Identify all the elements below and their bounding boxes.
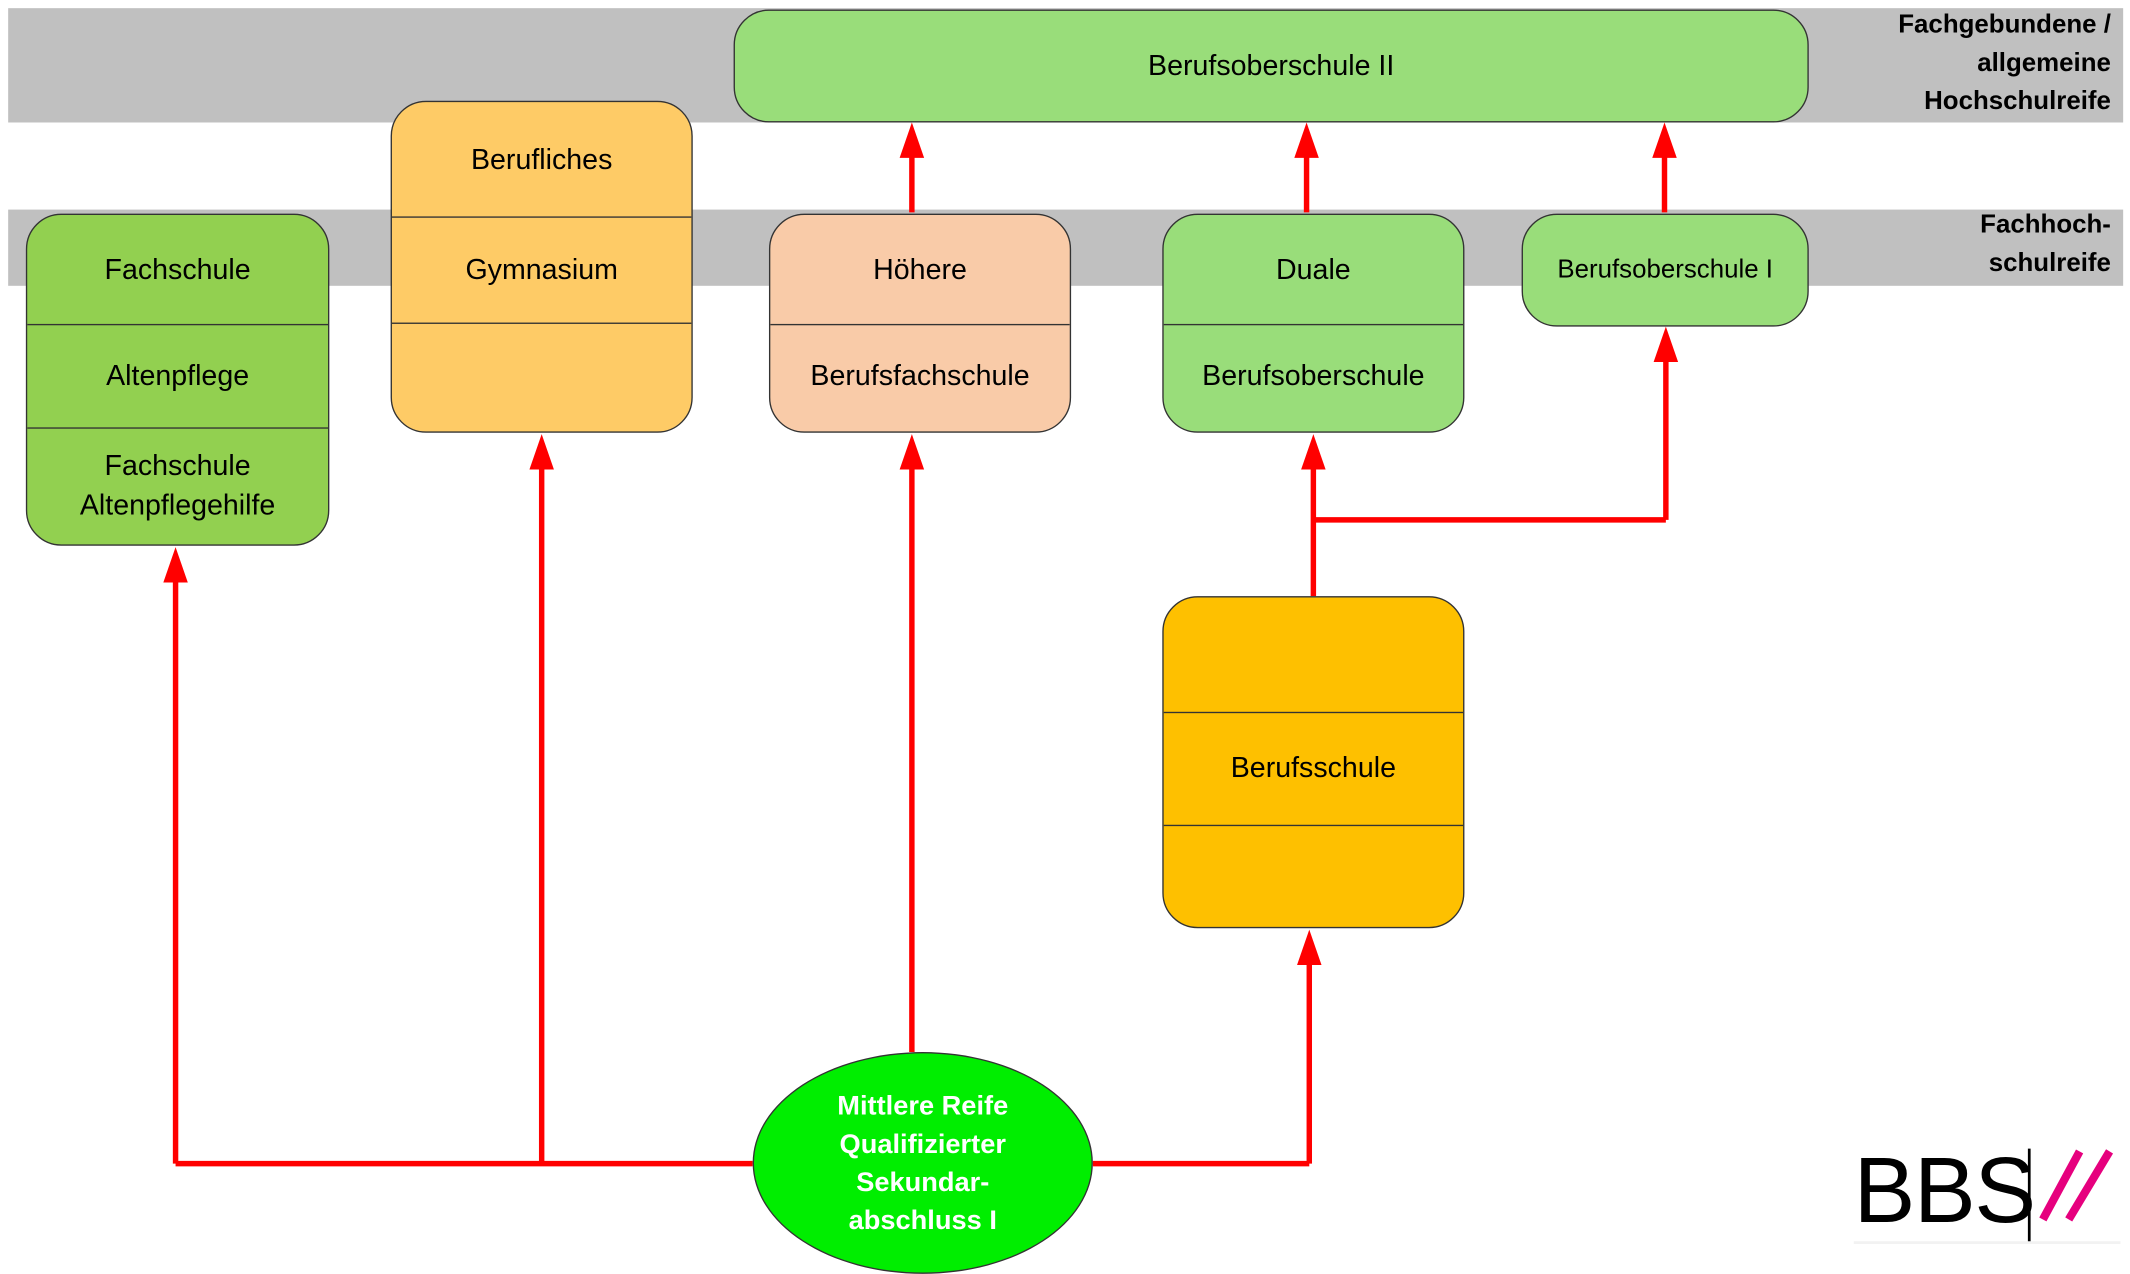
fachhochschulreife-label: Fachhoch- schulreife xyxy=(1839,207,2111,283)
duale-berufsoberschule-label: Berufsoberschule xyxy=(1202,359,1425,392)
bbs-logo-text: BBS xyxy=(1853,1139,2036,1243)
hoehere-berufsfachschule-box: Höhere Berufsfachschule xyxy=(768,213,1072,433)
mittlere-reife-line3: Sekundar- xyxy=(856,1167,990,1197)
altenpflege-label: Altenpflege xyxy=(106,359,250,392)
bbs-logo-mark xyxy=(1853,1148,2121,1244)
arrowhead-hbfs xyxy=(899,434,925,470)
berufsoberschule-1-box: Berufsoberschule I xyxy=(1521,213,1809,327)
fachschule-altenpflegehilfe-label: Fachschule Altenpflegehilfe xyxy=(27,427,328,544)
hochschulreife-label-line2: allgemeine xyxy=(1977,48,2111,78)
berufsschule-divider-2 xyxy=(1163,824,1464,827)
fachschule-altenpflegehilfe-line2: Altenpflegehilfe xyxy=(79,489,276,522)
hochschulreife-label: Fachgebundene / allgemeine Hochschulreif… xyxy=(1757,7,2111,121)
arrowhead-fachschule xyxy=(163,547,188,583)
hochschulreife-label-line1: Fachgebundene / xyxy=(1898,10,2111,40)
fachschule-label: Fachschule xyxy=(104,253,251,286)
arrowhead-dbos xyxy=(1301,434,1326,470)
mittlere-reife-line4: abschluss I xyxy=(848,1205,997,1236)
dbos-divider xyxy=(1163,323,1464,326)
gymnasium-divider-2 xyxy=(391,322,692,324)
berufsoberschule-1-label: Berufsoberschule I xyxy=(1557,255,1773,285)
mittlere-reife-line1: Mittlere Reife xyxy=(837,1090,1009,1121)
arrowhead-bos1 xyxy=(1653,326,1679,363)
mittlere-reife-line2: Qualifizierter xyxy=(839,1128,1006,1159)
bbs-logo: BBS xyxy=(1853,1139,2126,1246)
berufliches-gymnasium-box: Berufliches Gymnasium xyxy=(390,100,693,433)
gymnasium-label: Gymnasium xyxy=(465,253,618,286)
arrowhead-gymnasium xyxy=(529,434,554,470)
fachhochschulreife-label-line1: Fachhoch- xyxy=(1980,210,2111,240)
fachschule-altenpflege-box: Fachschule Altenpflege Fachschule Altenp… xyxy=(25,213,330,546)
berufsschule-label: Berufsschule xyxy=(1230,752,1396,784)
duale-berufsoberschule-box: Duale Berufsoberschule xyxy=(1162,213,1465,433)
berufsschule-divider-1 xyxy=(1163,711,1464,714)
hochschulreife-label-line3: Hochschulreife xyxy=(1924,87,2111,116)
gymnasium-divider-1 xyxy=(391,216,692,218)
mittlere-reife-text: Mittlere Reife Qualifizierter Sekundar- … xyxy=(837,1087,1008,1239)
berufsoberschule-2-label: Berufsoberschule II xyxy=(1148,50,1395,82)
berufliches-label: Berufliches xyxy=(470,143,613,175)
arrowhead-berufsschule xyxy=(1297,929,1322,965)
duale-label: Duale xyxy=(1276,253,1351,286)
fachschule-divider-2 xyxy=(27,427,329,429)
fachschule-altenpflegehilfe-line1: Fachschule xyxy=(104,450,251,482)
mittlere-reife-ellipse: Mittlere Reife Qualifizierter Sekundar- … xyxy=(752,1052,1093,1274)
berufsoberschule-2-box: Berufsoberschule II xyxy=(733,9,1809,123)
hbfs-divider xyxy=(770,323,1070,326)
berufsschule-box: Berufsschule xyxy=(1162,596,1465,929)
hoehere-label: Höhere xyxy=(873,253,967,286)
arrowhead-bos2-left xyxy=(899,122,925,158)
berufsfachschule-label: Berufsfachschule xyxy=(810,359,1030,392)
arrowhead-bos2-mid xyxy=(1294,122,1319,158)
fachhochschulreife-label-line2: schulreife xyxy=(1988,249,2111,278)
fachschule-divider-1 xyxy=(27,323,329,326)
arrowhead-bos2-right xyxy=(1652,122,1677,158)
